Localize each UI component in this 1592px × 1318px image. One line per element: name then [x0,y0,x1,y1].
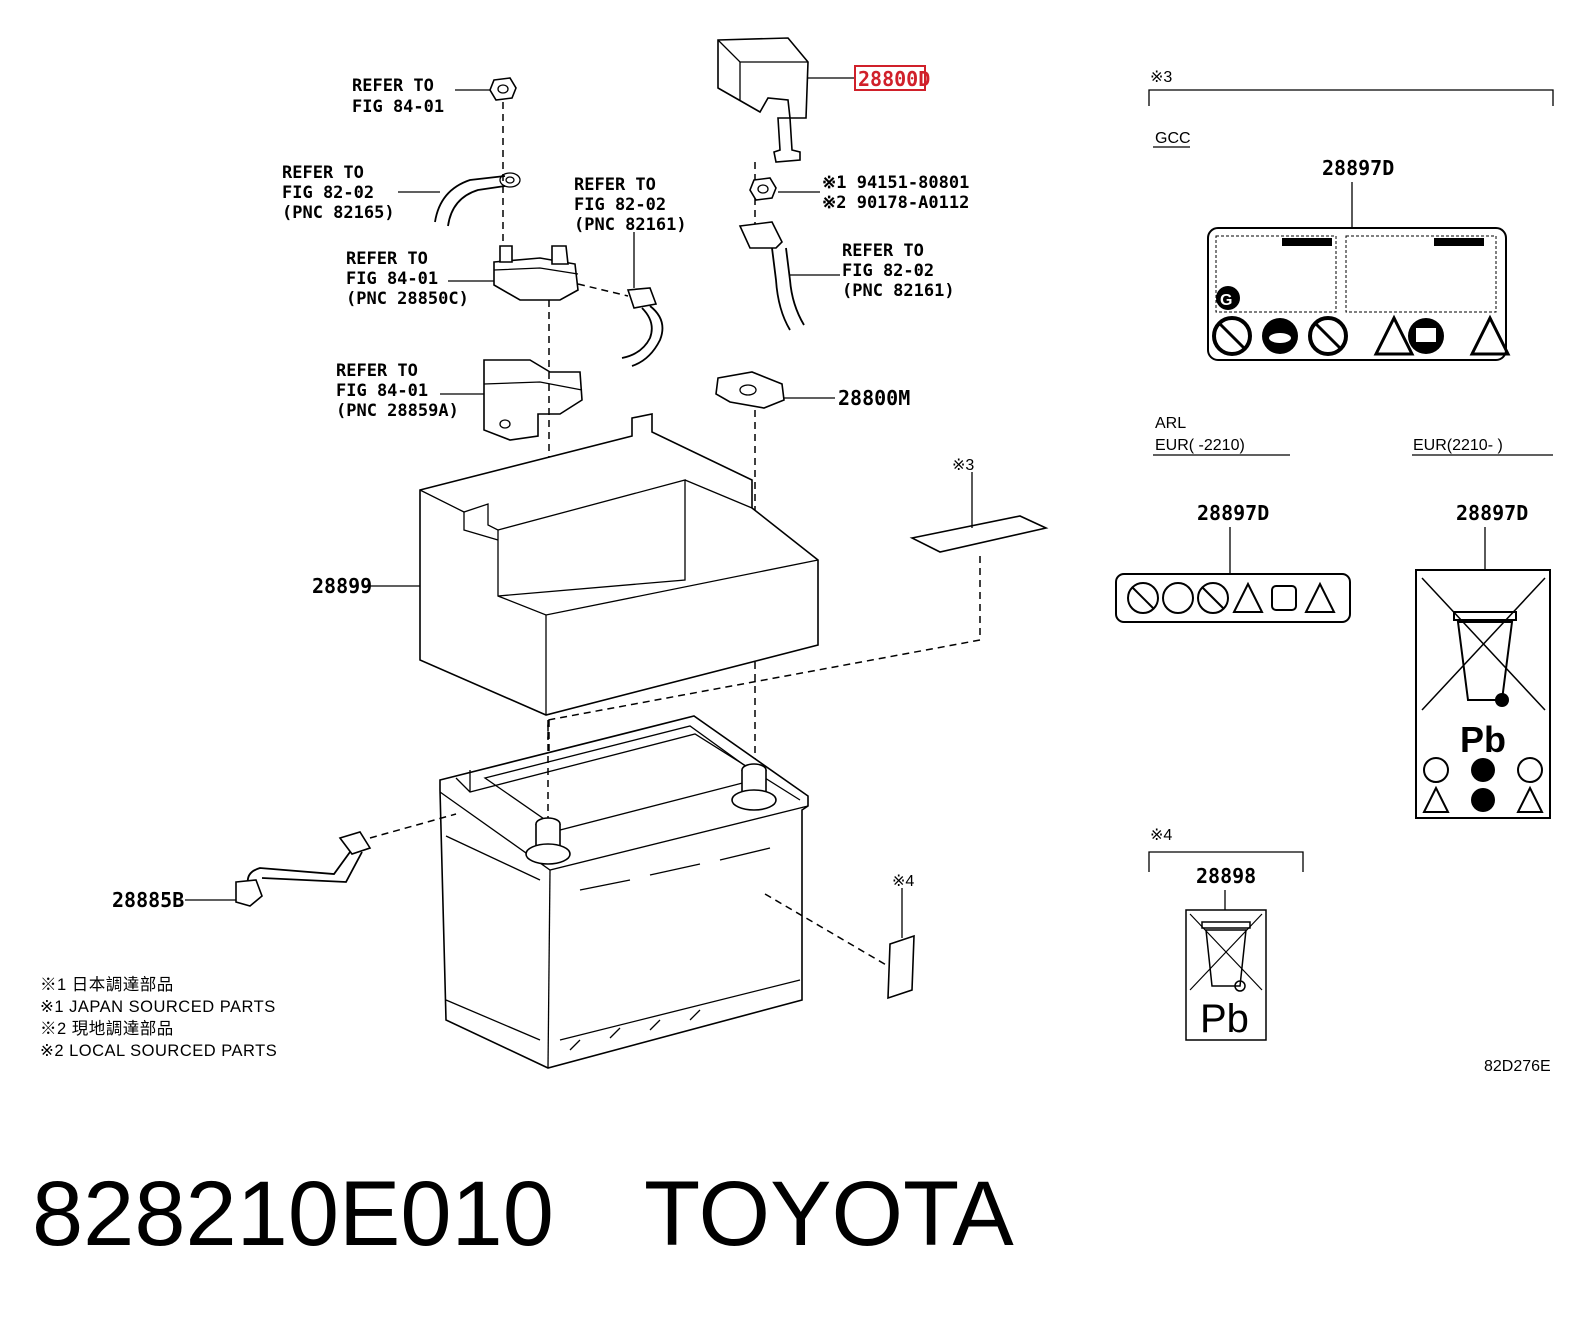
refer-28859a-line2: FIG 84-01 [336,381,428,401]
refer-label-line2: FIG 84-01 [352,97,444,117]
region-gcc: GCC [1155,130,1191,147]
battery-insulator [419,413,819,716]
legend-local-jp: ※2 現地調達部品 [40,1019,174,1038]
section-4-mark: ※4 [1150,827,1172,844]
keep-children-away-icon [1308,316,1348,356]
label-sheet-4 [887,888,915,1000]
refer-82161-right-line1: REFER TO [842,241,924,261]
refer-82165-line2: FIG 82-02 [282,183,374,203]
figure-code: 82D276E [1484,1058,1551,1075]
refer-28850c-line1: REFER TO [346,249,428,269]
connector-82161 [621,287,664,367]
crossed-bin-icon [1205,929,1247,987]
fastener-94151: ※1 94151-80801 [822,173,969,193]
refer-82165-line3: (PNC 82165) [282,203,395,223]
eye-protection-icon [1471,758,1495,782]
part-number-28885b: 28885B [112,888,184,912]
g-icon: G [1220,292,1232,309]
section-4-bracket [1148,851,1304,872]
callout-note4: ※4 [892,873,914,890]
refer-label-line1: REFER TO [352,76,434,96]
legend-japan-jp: ※1 日本調達部品 [40,975,174,994]
recycle-warning-label-eur: Pb [1415,569,1551,819]
explosion-warning-icon [1304,581,1336,613]
read-manual-icon [1271,585,1297,611]
battery-body [439,715,809,1069]
bracket-28859a [483,359,583,441]
refer-82161-left-line2: FIG 82-02 [574,195,666,215]
terminal-28850c [493,245,579,301]
eye-protection-icon [1162,582,1194,614]
legend-japan-en: ※1 JAPAN SOURCED PARTS [40,998,276,1016]
refer-82161-right-line3: (PNC 82161) [842,281,955,301]
vent-hose-28885b [235,831,372,907]
caption-part-number: 828210E010 [32,1163,554,1265]
refer-28850c-line2: FIG 84-01 [346,269,438,289]
cable-82161-right [738,221,805,331]
refer-28859a-line3: (PNC 28859A) [336,401,459,421]
refer-82161-left-line1: REFER TO [574,175,656,195]
region-arl: ARL [1155,415,1186,432]
refer-28859a-line1: REFER TO [336,361,418,381]
explosion-warning-icon [1516,785,1544,813]
keep-children-away-icon [1517,757,1543,783]
region-eur-before-2210: EUR( -2210) [1155,437,1245,454]
recycle-label-28898: Pb [1185,909,1267,1041]
refer-28850c-line3: (PNC 28850C) [346,289,469,309]
part-number-28897d-arl: 28897D [1197,501,1269,525]
refer-82165-line1: REFER TO [282,163,364,183]
terminal-cover-part [717,37,809,163]
part-number-28898: 28898 [1196,864,1256,888]
clamp-28800m [715,371,785,409]
keep-children-away-icon [1197,582,1229,614]
part-number-28800m: 28800M [838,386,910,410]
part-number-28899: 28899 [312,574,372,598]
fastener-90178: ※2 90178-A0112 [822,193,969,213]
refer-82161-right-line2: FIG 82-02 [842,261,934,281]
highlight-box[interactable] [854,65,926,91]
warning-label-arl [1115,573,1351,623]
acid-warning-icon [1422,785,1450,813]
no-fire-icon [1127,582,1159,614]
part-number-28800d[interactable]: 28800D [858,67,930,91]
no-fire-icon [1423,757,1449,783]
cable-82165 [434,172,521,227]
callout-note3: ※3 [952,457,974,474]
warning-label-gcc: G [1207,227,1511,361]
pb-symbol-small: Pb [1200,997,1249,1041]
nut-right [749,177,777,201]
refer-82161-left-line3: (PNC 82161) [574,215,687,235]
part-number-28897d-gcc: 28897D [1322,156,1394,180]
label-sheet-3 [909,472,1049,553]
pb-symbol: Pb [1460,719,1506,760]
section-3-bracket [1148,89,1554,106]
section-3-mark: ※3 [1150,69,1172,86]
nut-top [489,77,517,101]
caption-brand: TOYOTA [644,1163,1014,1265]
legend-local-en: ※2 LOCAL SOURCED PARTS [40,1042,277,1060]
region-eur-after-2210: EUR(2210- ) [1413,437,1503,454]
acid-warning-icon [1232,581,1264,613]
read-manual-icon [1471,788,1495,812]
acid-warning-icon [1373,314,1415,356]
explosion-warning-icon [1469,314,1511,356]
part-number-28897d-eur: 28897D [1456,501,1528,525]
no-smoking-icon [1212,316,1252,356]
